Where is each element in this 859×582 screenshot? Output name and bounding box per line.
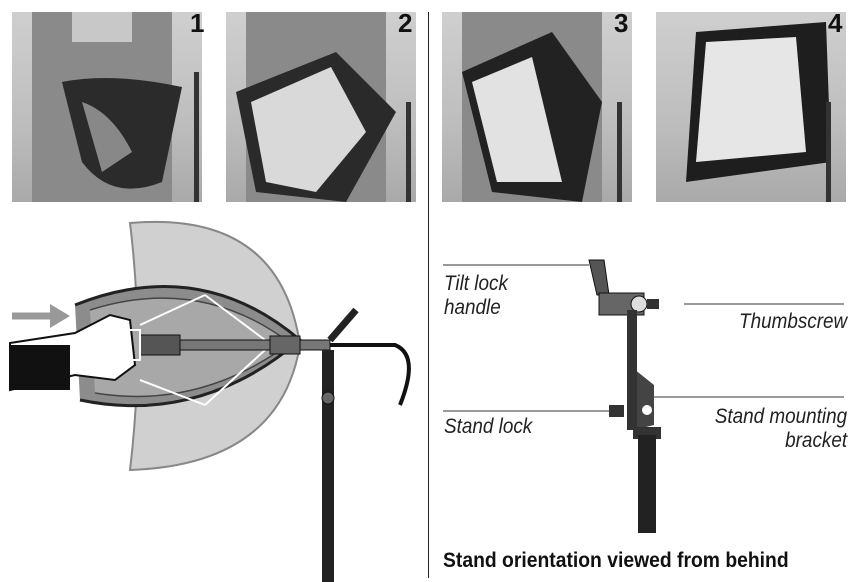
tilt-lock-handle-label: Tilt lock handle [444,272,508,319]
diagram-caption: Stand orientation viewed from behind [443,549,789,572]
step-number-3: 3 [614,8,629,38]
stand-mounting-bracket-label: Stand mounting bracket [714,405,847,452]
step-number-2: 2 [398,8,413,38]
assembled-softbox-illustration [686,22,831,202]
person-opening-softbox-illustration [236,12,411,202]
step-number-4: 4 [828,8,843,38]
step-2-photo [226,12,416,202]
step-number-1: 1 [190,8,205,38]
person-expanding-softbox-illustration [462,12,622,202]
step-4-photo [656,12,846,202]
thumbscrew-label: Thumbscrew [738,310,847,333]
step-3-photo [442,12,632,202]
softbox-mounting-diagram [9,220,411,582]
push-arrow-icon [12,304,70,328]
hand-icon [9,313,137,392]
person-folding-softbox-illustration [32,12,199,202]
stand-bracket-diagram [443,259,844,533]
step-1-photo [12,12,202,202]
section-divider [428,12,429,578]
stand-lock-label: Stand lock [444,415,533,438]
